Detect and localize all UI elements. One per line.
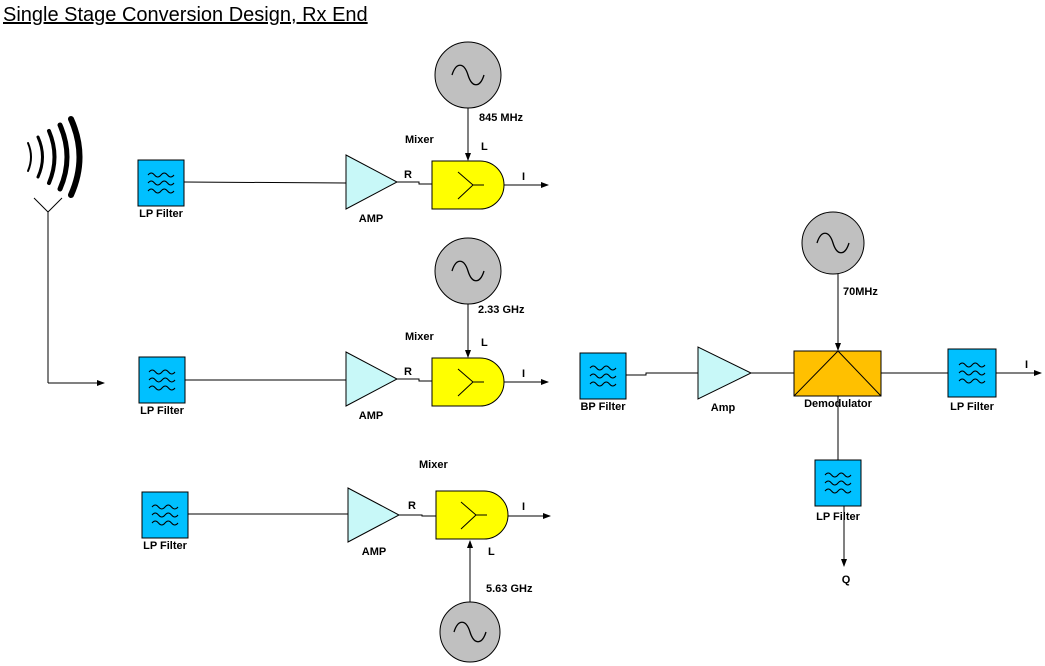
i-output-label: I <box>1025 359 1028 371</box>
port-l-label: L <box>481 337 488 349</box>
lp-filter-i-label: LP Filter <box>950 401 995 413</box>
antenna-icon <box>27 116 105 386</box>
mixer-y-icon <box>457 368 484 397</box>
amp-triangle <box>347 487 401 543</box>
second-stage: BP Filter Amp Demodulator 70MHz LP Filte… <box>579 211 1042 586</box>
bp-filter-label: BP Filter <box>580 401 626 413</box>
wire <box>399 514 436 517</box>
demodulator-icon <box>793 350 882 397</box>
branch-2-33ghz: LP Filter AMP R Mixer L I 2.33 GHz <box>138 237 549 422</box>
amp-triangle <box>697 346 753 400</box>
output-label: I <box>522 368 525 380</box>
amp-triangle <box>345 351 399 407</box>
lo-frequency: 2.33 GHz <box>478 304 525 316</box>
mixer-block <box>431 160 505 210</box>
branch-5-63ghz: LP Filter AMP R Mixer L I 5.63 GHz <box>141 459 551 663</box>
mixer-label: Mixer <box>405 331 434 343</box>
amp-label: AMP <box>359 410 383 422</box>
wire <box>183 181 347 184</box>
lo-frequency: 845 MHz <box>479 112 524 124</box>
demodulator-block <box>793 350 882 397</box>
wire <box>626 372 698 376</box>
port-r-label: R <box>408 500 416 512</box>
lo-frequency: 5.63 GHz <box>486 583 533 595</box>
amp-label: AMP <box>359 213 383 225</box>
amp-label: Amp <box>711 402 736 414</box>
port-l-label: L <box>488 546 495 558</box>
mixer-y-icon <box>457 171 484 200</box>
q-output-label: Q <box>842 574 851 586</box>
page-title: Single Stage Conversion Design, Rx End <box>3 4 368 26</box>
amp-triangle <box>345 154 399 210</box>
mixer-y-icon <box>460 501 487 530</box>
lp-filter-label: LP Filter <box>140 405 185 417</box>
mixer-label: Mixer <box>419 459 448 471</box>
wire <box>397 181 432 185</box>
lp-filter-label: LP Filter <box>143 540 188 552</box>
port-r-label: R <box>404 366 412 378</box>
mixer-label: Mixer <box>405 134 434 146</box>
lp-filter-label: LP Filter <box>139 208 184 220</box>
wire <box>397 378 432 382</box>
port-l-label: L <box>481 141 488 153</box>
output-label: I <box>522 501 525 513</box>
amp-label: AMP <box>362 546 386 558</box>
port-r-label: R <box>404 169 412 181</box>
output-label: I <box>522 171 525 183</box>
branch-845mhz: LP Filter AMP R Mixer L I 845 MHz <box>137 41 549 225</box>
mixer-block <box>435 490 509 540</box>
lp-filter-q-label: LP Filter <box>816 511 861 523</box>
radio-waves-icon <box>27 116 83 198</box>
mixer-block <box>431 357 505 407</box>
lo-frequency: 70MHz <box>843 286 878 298</box>
